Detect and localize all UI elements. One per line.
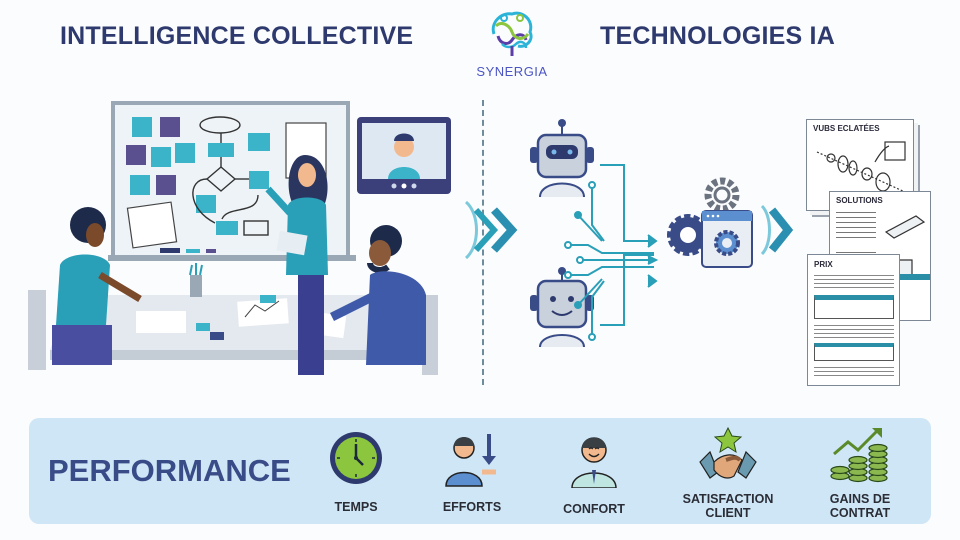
performance-title: PERFORMANCE	[48, 453, 291, 488]
document-pricing: PRIX	[807, 254, 900, 386]
technologies-ia-title: TECHNOLOGIES IA	[600, 22, 835, 50]
document-title: PRIX	[814, 260, 833, 269]
double-chevron-right-icon	[464, 200, 518, 260]
metric-label: CONFORT	[563, 502, 625, 516]
document-title: SOLUTIONS	[836, 196, 883, 205]
video-call-screen	[357, 117, 451, 194]
data-circuit-lines	[564, 164, 659, 341]
metric-label-line: CONTRAT	[829, 506, 891, 520]
metric-satisfaction-client: SATISFACTION CLIENT	[676, 424, 780, 528]
ai-processing-illustration	[530, 119, 753, 348]
brain-network-icon	[491, 11, 533, 56]
team-member-right	[329, 225, 438, 375]
app-window-gear-icon	[701, 210, 753, 268]
metric-label-line: GAINS DE	[829, 492, 891, 506]
mindmap-paper	[126, 201, 178, 249]
exploded-parts-drawing	[816, 141, 906, 193]
metric-label-line: SATISFACTION	[682, 492, 774, 506]
performance-band	[29, 418, 931, 524]
metric-label: GAINS DE CONTRAT	[820, 492, 900, 520]
flowchart	[192, 116, 269, 236]
clock-icon	[330, 432, 382, 484]
metric-label: TEMPS	[334, 500, 378, 514]
robot-icon	[530, 119, 594, 198]
smiling-person-icon	[571, 437, 617, 488]
handshake-star-icon	[699, 426, 757, 479]
metric-label: SATISFACTION CLIENT	[676, 492, 780, 520]
metric-efforts: EFFORTS	[434, 426, 510, 526]
metric-label: EFFORTS	[442, 500, 502, 514]
metric-label-line: CLIENT	[705, 506, 751, 520]
team-member-left	[28, 207, 142, 370]
synergia-logo: SYNERGIA	[472, 6, 552, 82]
logo-text: SYNERGIA	[476, 64, 548, 79]
document-title: VUBS ECLATÉES	[813, 124, 880, 133]
sticky-notes	[126, 117, 270, 213]
team-member-presenting	[265, 155, 328, 375]
person-effort-down-icon	[445, 434, 496, 487]
metric-confort: CONFORT	[556, 426, 632, 526]
price-table	[814, 295, 894, 319]
intelligence-collective-title: INTELLIGENCE COLLECTIVE	[60, 22, 414, 50]
coins-growth-icon	[830, 428, 888, 483]
price-table	[814, 343, 894, 361]
metric-temps: TEMPS	[320, 426, 392, 526]
team-collaboration-illustration	[28, 101, 451, 375]
chevron-right-icon	[760, 204, 794, 256]
metric-gains-de-contrat: GAINS DE CONTRAT	[820, 424, 900, 528]
robot-smiling-icon	[530, 267, 594, 348]
